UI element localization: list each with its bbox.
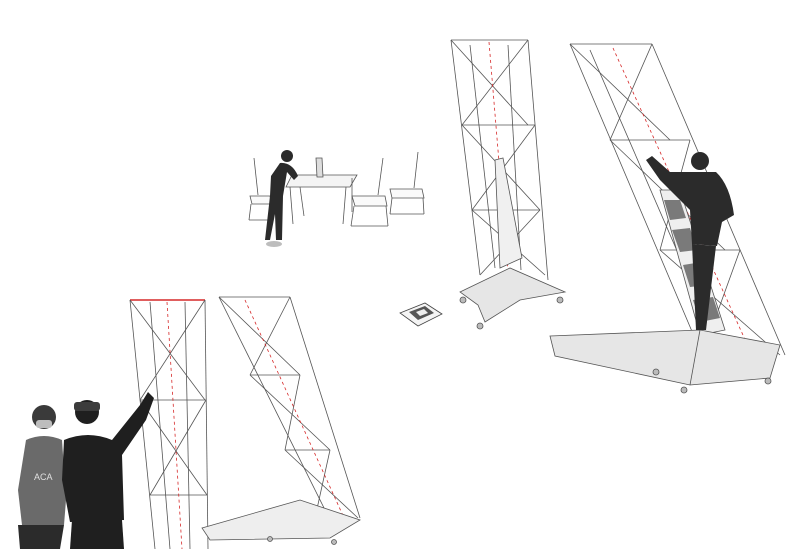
svg-text:ACA: ACA: [34, 472, 53, 482]
person-at-table: [265, 150, 298, 247]
person-climbing-tower: [646, 152, 734, 330]
person-pointing: [62, 392, 154, 549]
tower-left-pair-leaning: [201, 296, 361, 545]
person-watching: ACA: [18, 405, 66, 549]
tower-left-pair-upright: [129, 299, 209, 549]
qr-marker-icon: [399, 302, 443, 327]
tower-leaning-right: [549, 43, 786, 394]
chair-middle: [350, 157, 389, 227]
tower-upright-center: [450, 39, 567, 330]
chair-right: [389, 151, 425, 215]
